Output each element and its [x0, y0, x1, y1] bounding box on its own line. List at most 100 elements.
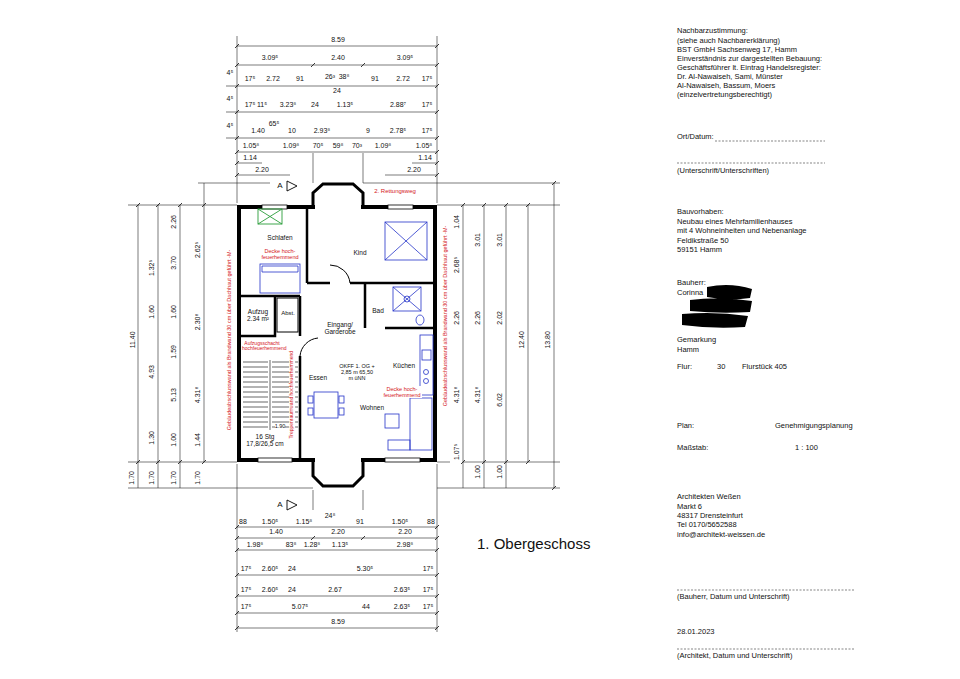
title-block-text: (Bauherr, Datum und Unterschrift) — [677, 593, 790, 601]
interior-walls — [241, 209, 433, 460]
dimension-text: 17⁵ — [422, 75, 433, 83]
dimension-text: 4⁵ — [227, 122, 234, 130]
dimension-text: 1.60 — [170, 305, 178, 319]
title-block-text: (Architekt, Datum und Unterschrift) — [677, 652, 792, 660]
plan-title: 1. Obergeschoss — [477, 535, 590, 552]
plan-note: Treppenraumwand hochfeuerhemmend — [289, 351, 295, 439]
dimension-text: 1.40 — [269, 528, 283, 536]
dimension-text: 1.44 — [194, 433, 202, 447]
dimension-text: 3.01 — [496, 233, 504, 247]
title-block-text: Gemarkung — [677, 336, 716, 344]
dimension-text: 8.59 — [331, 618, 345, 626]
dimension-text: 4.31⁸ — [453, 387, 461, 404]
title-block-text: Plan: — [677, 422, 694, 430]
dimension-text: 59⁸ — [333, 142, 344, 150]
title-block-text: 59151 Hamm — [677, 246, 722, 254]
title-block-text: Architekten Weßen — [677, 493, 741, 501]
dimension-text: 2.78⁵ — [390, 127, 407, 135]
dimension-text: 17⁵ — [423, 586, 434, 594]
dimension-text: 1.50⁵ — [262, 518, 279, 526]
dimension-text: 1.00 — [170, 433, 178, 447]
room-name: 16 Stg 17,8/26,5 cm — [244, 433, 286, 447]
dimension-text: 2.63⁵ — [394, 603, 411, 611]
dimension-text: 1.14 — [418, 154, 432, 162]
dimension-text: 5.13 — [170, 388, 178, 402]
dimension-text: 4⁵ — [227, 69, 234, 77]
dimension-text: 1.09⁸ — [375, 142, 392, 150]
dimension-text: 10 — [288, 127, 296, 135]
dimension-text: 3.70 — [170, 256, 178, 270]
room-label: Kind — [353, 249, 366, 256]
dimension-text: 1.05⁸ — [416, 142, 433, 150]
windows — [258, 205, 420, 462]
dimension-text: 24 — [311, 101, 319, 109]
title-block-text: Maßstab: — [677, 444, 708, 452]
dimension-text: 2.63⁵ — [394, 586, 411, 594]
title-block-lines — [677, 141, 855, 649]
dimension-text: 91 — [356, 518, 364, 526]
dimension-text: 1.07⁵ — [453, 444, 461, 461]
title-block-text: Genehmigungsplanung — [775, 422, 853, 430]
title-block-text: Ort/Datum: — [677, 133, 714, 141]
dimension-text: 88 — [239, 518, 247, 526]
room-name: Eingang/ Garderobe — [324, 321, 356, 335]
furniture — [260, 222, 433, 450]
dimension-text: 2.98⁸ — [397, 541, 414, 549]
dimension-text: 1.05⁸ — [243, 142, 260, 150]
room-label: Eingang/ Garderobe — [324, 321, 356, 335]
title-block-text: 30 — [717, 363, 725, 371]
dimension-text: 17⁵ — [422, 101, 433, 109]
dimension-text: 24⁸ — [325, 512, 336, 520]
title-block-text: 28.01.2023 — [677, 628, 715, 636]
room-name: Kind — [353, 249, 366, 256]
dimension-text: 2.02 — [496, 311, 504, 325]
title-block-text: Nachbarzustimmung: — [677, 27, 748, 35]
plan-note: Gebäudeabschlusswand als Brandwand 30 cm… — [442, 226, 448, 407]
dimension-text: 1.00 — [474, 465, 482, 479]
dimension-text: 24 — [288, 586, 296, 594]
section-marker: A — [277, 501, 282, 510]
dimension-text: 3.23⁸ — [280, 101, 297, 109]
dimension-text: 1.60 — [148, 305, 156, 319]
dimension-text: 1.04 — [453, 215, 461, 229]
dimension-text: 13.80 — [544, 331, 552, 349]
dimension-text: 65⁵ — [269, 120, 280, 128]
dimension-text: 3.09⁵ — [262, 54, 279, 62]
outer-walls — [239, 184, 435, 486]
dimension-text: 4.31⁸ — [474, 387, 482, 404]
dimension-text: 1.70 — [194, 471, 202, 485]
dimension-text: 2.67 — [328, 586, 342, 594]
dimension-text: 1.00 — [496, 465, 504, 479]
title-block-text: Markt 6 — [677, 503, 702, 511]
title-block-text: mit 4 Wohneinheiten und Nebenanlage — [677, 227, 807, 235]
dimension-text: 1.59 — [170, 345, 178, 359]
dimension-text: 91 — [371, 75, 379, 83]
title-block-text: Dr. Al-Nawaiseh, Sami, Münster — [677, 73, 783, 81]
dimension-text: 4.93 — [148, 365, 156, 379]
dimension-text: 4⁵ — [227, 95, 234, 103]
dimension-text: 2.68⁵ — [453, 257, 461, 274]
room-label: Schlafen — [267, 234, 292, 241]
title-block-text: Corinna — [677, 289, 703, 297]
dimension-text: 6.02 — [496, 393, 504, 407]
dimension-text: 91 — [296, 75, 304, 83]
dimension-text: 1.70 — [148, 471, 156, 485]
title-block-text: 48317 Drensteinfurt — [677, 512, 743, 520]
title-block-text: Flurstück 405 — [742, 363, 787, 371]
dimension-text: 1.70 — [128, 471, 136, 485]
dimension-text: 17⁵ — [423, 603, 434, 611]
title-block-text: Al-Nawaiseh, Bassum, Moers — [677, 82, 775, 90]
shaft-and-doors — [277, 265, 350, 356]
dimension-text: 2.72 — [396, 75, 410, 83]
plan-note: OKFF 1. OG + 2,85 m 65,50 m üNN — [339, 363, 375, 381]
plan-note: 2. Rettungsweg — [374, 188, 416, 195]
title-block-text: (siehe auch Nachbarerklärung) — [677, 37, 780, 45]
dimension-text: 1.15⁸ — [296, 518, 313, 526]
dimension-text: 1.14 — [243, 154, 257, 162]
vent-symbol — [258, 209, 282, 224]
plan-note: Gebäudeabschlusswand als Brandwand 30 cm… — [226, 250, 232, 431]
dimension-text: 2.72 — [266, 75, 280, 83]
